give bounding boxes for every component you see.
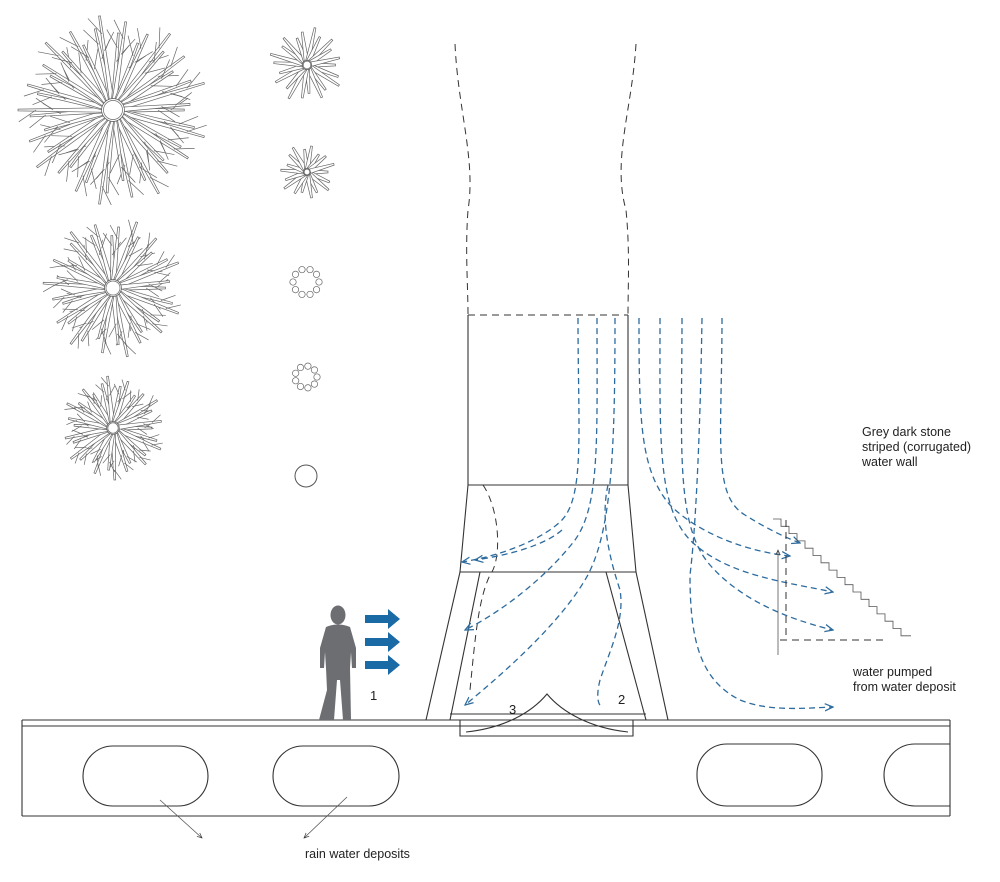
crystal-plan-views bbox=[18, 16, 340, 487]
arrow-right-icon bbox=[365, 632, 400, 652]
water-flow-line bbox=[465, 318, 597, 630]
person-silhouette bbox=[319, 606, 356, 721]
water-flow-line bbox=[681, 318, 833, 630]
water-flow-lines bbox=[462, 318, 833, 708]
arrow-right-icon bbox=[365, 609, 400, 629]
corrugated-wall-profile bbox=[773, 519, 911, 655]
wind-arrows bbox=[365, 609, 400, 675]
water-basin bbox=[460, 694, 633, 736]
deposit-leader-lines bbox=[160, 797, 347, 838]
water-flow-line bbox=[462, 318, 579, 562]
water-flow-line bbox=[598, 485, 621, 705]
water-deposit-4 bbox=[884, 744, 950, 806]
rain-water-deposits bbox=[83, 744, 950, 806]
crystal-icon bbox=[43, 220, 181, 357]
marker-3: 3 bbox=[509, 702, 516, 717]
pump-label: water pumped from water deposit bbox=[853, 665, 956, 695]
crystal-icon bbox=[18, 16, 207, 205]
crystal-icon bbox=[290, 266, 322, 297]
arrow-right-icon bbox=[365, 655, 400, 675]
water-flow-line bbox=[660, 318, 833, 592]
crystal-icon bbox=[292, 363, 320, 391]
water-deposit-2 bbox=[273, 746, 399, 806]
marker-2: 2 bbox=[618, 692, 625, 707]
water-flow-line bbox=[475, 530, 562, 560]
crystal-icon bbox=[270, 28, 339, 99]
deposits-label: rain water deposits bbox=[305, 847, 410, 862]
marker-1: 1 bbox=[370, 688, 377, 703]
water-flow-line bbox=[721, 318, 800, 543]
crystal-icon bbox=[295, 465, 317, 487]
water-wall-label: Grey dark stone striped (corrugated) wat… bbox=[862, 425, 971, 470]
crystal-icon bbox=[64, 376, 162, 480]
water-flow-line bbox=[690, 318, 833, 708]
water-flow-line bbox=[465, 318, 615, 705]
tower-structure bbox=[426, 44, 668, 720]
crystal-icon bbox=[281, 146, 334, 198]
water-flow-line bbox=[639, 318, 790, 556]
water-deposit-3 bbox=[697, 744, 822, 806]
water-deposit-1 bbox=[83, 746, 208, 806]
